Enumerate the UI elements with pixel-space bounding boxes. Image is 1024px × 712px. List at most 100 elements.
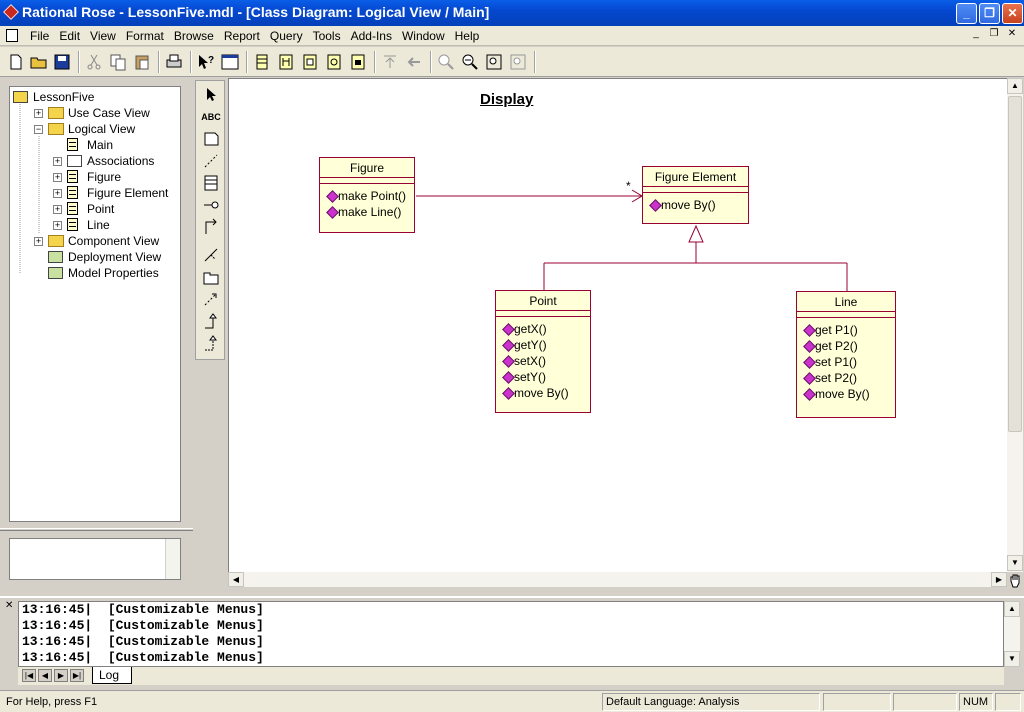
browser-splitter[interactable]	[0, 528, 193, 531]
open-icon[interactable]	[29, 52, 49, 72]
vertical-scroll-thumb[interactable]	[1008, 96, 1022, 432]
zoom-out-icon[interactable]	[460, 52, 480, 72]
tree-expander-icon[interactable]: +	[34, 236, 43, 246]
association-multiplicity[interactable]: *	[626, 179, 631, 193]
first-tab-icon[interactable]: |◀	[22, 669, 36, 682]
log-vertical-scrollbar[interactable]: ▲ ▼	[1004, 601, 1020, 667]
new-icon[interactable]	[6, 52, 26, 72]
tree-node-label[interactable]: Main	[87, 138, 114, 152]
tree-expander-icon[interactable]: +	[53, 204, 62, 214]
scroll-up-arrow-icon[interactable]: ▲	[1007, 78, 1023, 94]
unidirectional-association-tool-icon[interactable]	[201, 218, 221, 236]
tree-expander-icon[interactable]: +	[34, 108, 43, 118]
tree-node-label[interactable]: LessonFive	[33, 90, 95, 104]
text-box-tool[interactable]: ABC	[201, 112, 221, 122]
next-tab-icon[interactable]: ▶	[54, 669, 68, 682]
tree-node-label[interactable]: Associations	[87, 154, 155, 168]
class-tool-icon[interactable]	[201, 174, 221, 192]
diagram-vertical-scrollbar[interactable]: ▲ ▼	[1007, 78, 1023, 572]
diagram-title[interactable]: Display	[480, 91, 534, 108]
realize-tool-icon[interactable]	[201, 334, 221, 352]
log-text-area[interactable]: 13:16:45| [Customizable Menus] 13:16:45|…	[18, 601, 1004, 667]
documentation-window[interactable]	[9, 538, 181, 580]
tree-expander-icon[interactable]: +	[53, 172, 62, 182]
association-class-tool-icon[interactable]	[201, 246, 221, 264]
browse-state-diagram-icon[interactable]	[324, 52, 344, 72]
close-button[interactable]: ✕	[1002, 3, 1023, 24]
menu-format[interactable]: Format	[125, 29, 164, 43]
fit-in-window-icon[interactable]	[484, 52, 504, 72]
diagram-horizontal-scrollbar[interactable]: ◀ ▶	[228, 572, 1007, 587]
tree-node-label[interactable]: Model Properties	[68, 266, 159, 280]
interface-tool-icon[interactable]	[201, 196, 221, 214]
browse-previous-icon[interactable]	[404, 52, 424, 72]
mdi-minimize-button[interactable]: _	[973, 28, 979, 39]
tree-node-label[interactable]: Figure	[87, 170, 122, 184]
menu-browse[interactable]: Browse	[173, 29, 214, 43]
tree-expander-icon[interactable]: +	[53, 220, 62, 230]
scroll-left-arrow-icon[interactable]: ◀	[228, 572, 244, 587]
undo-fit-in-window-icon[interactable]	[508, 52, 528, 72]
scroll-down-arrow-icon[interactable]: ▼	[1007, 555, 1023, 571]
dependency-tool-icon[interactable]	[201, 290, 221, 308]
menu-tools[interactable]: Tools	[312, 29, 341, 43]
tree-node-label[interactable]: Use Case View	[68, 106, 150, 120]
cut-icon[interactable]	[84, 52, 104, 72]
class-point[interactable]: Point getX() getY() setX() setY() move B…	[495, 290, 591, 413]
mdi-restore-button[interactable]: ❐	[989, 28, 999, 39]
class-figure-element[interactable]: Figure Element move By()	[642, 166, 749, 224]
browse-interaction-diagram-icon[interactable]	[276, 52, 296, 72]
menu-query[interactable]: Query	[269, 29, 303, 43]
context-help-icon[interactable]: ?	[196, 52, 216, 72]
zoom-in-icon[interactable]	[436, 52, 456, 72]
tree-node-label[interactable]: Deployment View	[68, 250, 162, 264]
prev-tab-icon[interactable]: ◀	[38, 669, 52, 682]
note-tool-icon[interactable]	[201, 130, 221, 148]
tree-node-label[interactable]: Figure Element	[87, 186, 169, 200]
log-tab[interactable]: Log	[92, 667, 133, 684]
scroll-right-arrow-icon[interactable]: ▶	[991, 572, 1007, 587]
rational-rose-app-icon[interactable]	[3, 4, 19, 20]
menu-help[interactable]: Help	[454, 29, 480, 43]
menu-add-ins[interactable]: Add-Ins	[350, 29, 392, 43]
menu-report[interactable]: Report	[223, 29, 260, 43]
tree-expander-icon[interactable]: +	[53, 156, 62, 166]
log-scroll-down-icon[interactable]: ▼	[1004, 651, 1020, 667]
browse-component-diagram-icon[interactable]	[300, 52, 320, 72]
copy-icon[interactable]	[108, 52, 128, 72]
maximize-button[interactable]: ❐	[979, 3, 1000, 24]
class-figure[interactable]: Figure make Point() make Line()	[319, 157, 415, 233]
tree-expander-icon[interactable]: +	[53, 188, 62, 198]
paste-icon[interactable]	[132, 52, 152, 72]
minimize-button[interactable]: _	[956, 3, 977, 24]
selection-tool-icon[interactable]	[201, 86, 221, 104]
log-close-icon[interactable]: ✕	[5, 600, 14, 611]
menu-file[interactable]: File	[30, 29, 50, 43]
package-tool-icon[interactable]	[201, 268, 221, 286]
tree-expander-icon[interactable]: −	[34, 124, 43, 134]
browse-class-diagram-icon[interactable]	[252, 52, 272, 72]
documentation-scrollbar[interactable]	[165, 539, 180, 579]
mdi-close-button[interactable]: ✕	[1007, 28, 1017, 39]
document-menu-icon[interactable]	[6, 29, 18, 42]
menu-window[interactable]: Window	[401, 29, 445, 43]
class-diagram-canvas[interactable]: Display * Figure make Point() make Line(…	[228, 78, 1007, 572]
tree-node-label[interactable]: Point	[87, 202, 115, 216]
generalization-tool-icon[interactable]	[201, 312, 221, 330]
print-icon[interactable]	[164, 52, 184, 72]
browse-deployment-diagram-icon[interactable]	[348, 52, 368, 72]
browse-parent-icon[interactable]	[380, 52, 400, 72]
class-line[interactable]: Line get P1() get P2() set P1() set P2()…	[796, 291, 896, 418]
tree-node-label[interactable]: Component View	[68, 234, 160, 248]
save-icon[interactable]	[52, 52, 72, 72]
log-scroll-up-icon[interactable]: ▲	[1004, 601, 1020, 617]
menu-edit[interactable]: Edit	[59, 29, 81, 43]
last-tab-icon[interactable]: ▶|	[70, 669, 84, 682]
pan-hand-icon[interactable]	[1007, 572, 1023, 588]
tree-node-label[interactable]: Line	[87, 218, 110, 232]
anchor-note-tool-icon[interactable]	[201, 152, 221, 170]
tree-node-label[interactable]: Logical View	[68, 122, 136, 136]
menu-view[interactable]: View	[90, 29, 116, 43]
browse-window-icon[interactable]	[220, 52, 240, 72]
